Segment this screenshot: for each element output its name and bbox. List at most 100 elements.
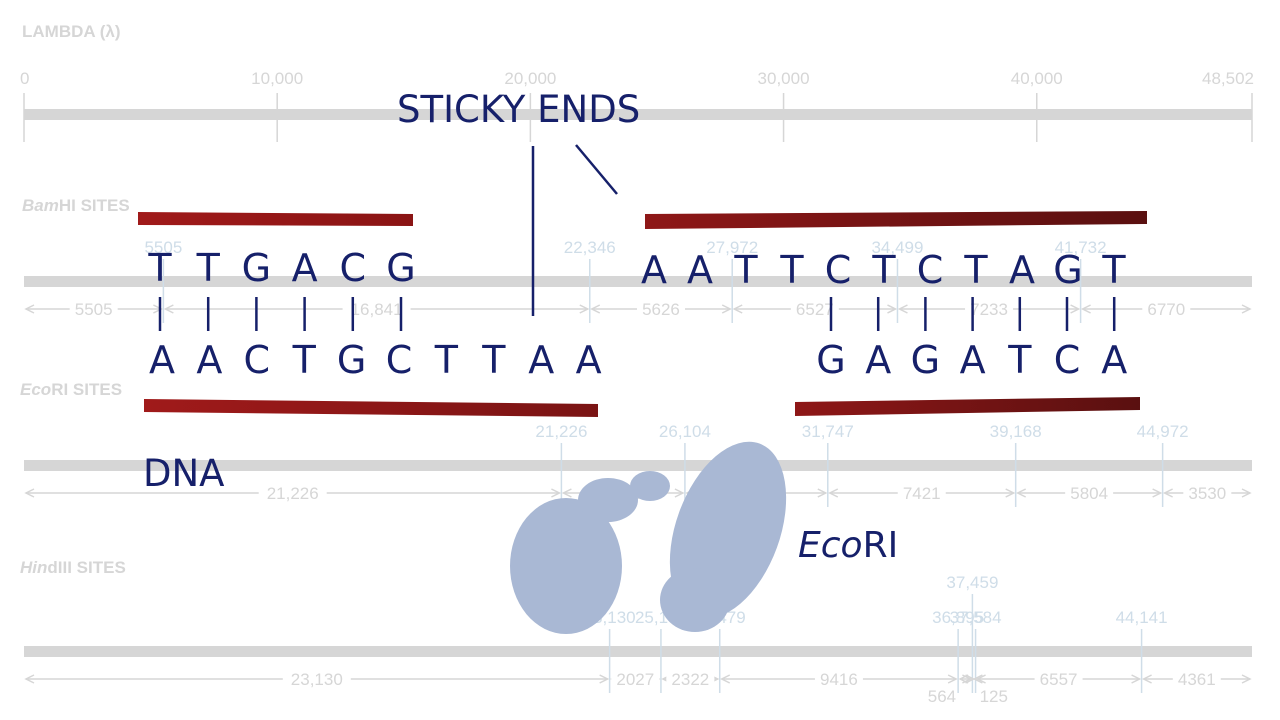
- bamhi-fragment-length: 7233: [970, 300, 1008, 319]
- bamhi-site-label: 34,499: [871, 238, 923, 257]
- ecori-enzyme-shape: [510, 441, 787, 634]
- hindiii-fragment-length: 125: [980, 687, 1008, 706]
- ecori-label-italic: Eco: [20, 380, 52, 399]
- hindiii-label-italic: Hin: [20, 558, 48, 577]
- base-letter: G: [910, 338, 941, 382]
- ecori-arrowhead-left: [1162, 488, 1173, 498]
- hindiii-fragment-length: 4361: [1178, 670, 1216, 689]
- ecori-arrowhead-right: [674, 488, 685, 498]
- bamhi-fragment-length: 16,841: [351, 300, 403, 319]
- overlay-layer: [138, 144, 1147, 634]
- bamhi-arrowhead-right: [1241, 304, 1252, 314]
- ecori-fragment-length: 21,226: [267, 484, 319, 503]
- bamhi-fragment-label-bg: [636, 300, 685, 318]
- ecori-arrowhead-left: [561, 488, 572, 498]
- base-letter: A: [1101, 338, 1128, 382]
- ecori-enzyme-rest: RI: [862, 525, 899, 566]
- bamhi-site-label: 22,346: [564, 238, 616, 257]
- lambda-tick-label: 10,000: [251, 69, 303, 88]
- bamhi-fragment-length: 6527: [796, 300, 834, 319]
- hindiii-arrowhead-left: [720, 674, 731, 684]
- sticky-ends-label: STICKY ENDS: [397, 88, 641, 131]
- hindiii-fragment-length: 2027: [616, 670, 654, 689]
- bamhi-fragment-label-bg: [69, 300, 118, 318]
- bamhi-fragment-label-bg: [342, 300, 411, 318]
- right-bottom-backbone: [795, 397, 1140, 416]
- lambda-tick-label: 48,502: [1202, 69, 1254, 88]
- ecori-enzyme-italic: Eco: [798, 525, 863, 566]
- bamhi-arrowhead-left: [590, 304, 601, 314]
- base-letter: A: [687, 248, 713, 292]
- base-letter: G: [386, 246, 416, 290]
- ecori-site-label: 21,226: [535, 422, 587, 441]
- ecori-fragment-label-bg: [1065, 484, 1114, 502]
- hindiii-arrowhead-right: [1131, 674, 1142, 684]
- base-letter: T: [780, 248, 804, 292]
- hindiii-arrowhead-left: [1141, 674, 1152, 684]
- bamhi-fragment-length: 5505: [75, 300, 113, 319]
- right-top-backbone: [645, 211, 1147, 229]
- base-letter: A: [865, 338, 892, 382]
- base-letter: T: [292, 338, 316, 382]
- base-letter: A: [641, 248, 667, 292]
- base-letter: G: [1053, 248, 1083, 292]
- base-letter: T: [1008, 338, 1032, 382]
- base-letter: A: [291, 246, 318, 290]
- lambda-tick-label: 0: [20, 69, 29, 88]
- hindiii-arrowhead-left: [975, 674, 986, 684]
- base-letter: C: [243, 338, 271, 382]
- hindiii-site-label: 36,895: [932, 608, 984, 627]
- hindiii-genome-bar: [24, 646, 1252, 657]
- ecori-enzyme-label: EcoRI: [798, 525, 898, 566]
- bamhi-site-label: 41,732: [1055, 238, 1107, 257]
- ecori-site-label: 39,168: [990, 422, 1042, 441]
- base-letter: T: [148, 246, 172, 290]
- hindiii-site-label: 37,459: [946, 573, 998, 592]
- left-bottom-backbone: [144, 399, 598, 417]
- ecori-fragment-label-bg: [897, 484, 946, 502]
- base-letter: C: [916, 248, 944, 292]
- ecori-site-label: 31,747: [802, 422, 854, 441]
- base-letter: A: [959, 338, 986, 382]
- ecori-site-label: 26,104: [659, 422, 711, 441]
- hindiii-arrowhead-right: [599, 674, 610, 684]
- bamhi-fragment-length: 5626: [642, 300, 680, 319]
- hindiii-arrowhead-left: [24, 674, 35, 684]
- bamhi-track-label: BamHI SITES: [22, 196, 130, 216]
- base-letter: T: [964, 248, 988, 292]
- base-letter: A: [575, 338, 602, 382]
- base-letter: T: [434, 338, 458, 382]
- ecori-fragment-length: 7421: [903, 484, 941, 503]
- ecori-site-label: 44,972: [1137, 422, 1189, 441]
- bamhi-arrowhead-left: [24, 304, 35, 314]
- bamhi-arrowhead-left: [1080, 304, 1091, 314]
- base-letter: C: [1053, 338, 1081, 382]
- sticky-ends-pointer-line-diagonal: [575, 144, 618, 195]
- dna-label: DNA: [143, 452, 225, 495]
- ecori-arrowhead-left: [1016, 488, 1027, 498]
- bamhi-arrowhead-left: [163, 304, 174, 314]
- hindiii-arrowhead-right: [947, 674, 958, 684]
- ecori-fragment-length: 3530: [1188, 484, 1226, 503]
- ecori-arrowhead-left: [24, 488, 35, 498]
- hindiii-site-label: 37,584: [950, 608, 1002, 627]
- hindiii-fragment-label-bg: [1172, 670, 1221, 688]
- lambda-tick-label: 40,000: [1011, 69, 1063, 88]
- bamhi-arrowhead-right: [887, 304, 898, 314]
- ecori-arrowhead-right: [817, 488, 828, 498]
- base-pair-lines: [158, 297, 1116, 331]
- bamhi-arrowhead-right: [579, 304, 590, 314]
- base-letter: T: [1102, 248, 1126, 292]
- ecori-arrowhead-right: [1241, 488, 1252, 498]
- ecori-arrowhead-right: [1152, 488, 1163, 498]
- base-letter: A: [528, 338, 555, 382]
- bamhi-label-rest: HI SITES: [58, 196, 130, 215]
- hindiii-arrowhead-right: [962, 674, 973, 684]
- base-letter: G: [816, 338, 846, 382]
- base-letter: G: [336, 338, 367, 382]
- ecori-genome-bar: [24, 460, 1252, 471]
- lambda-genome-bar: [24, 109, 1252, 120]
- hindiii-fragment-length: 9416: [820, 670, 858, 689]
- hindiii-fragment-length: 6557: [1040, 670, 1078, 689]
- base-letter: T: [872, 248, 896, 292]
